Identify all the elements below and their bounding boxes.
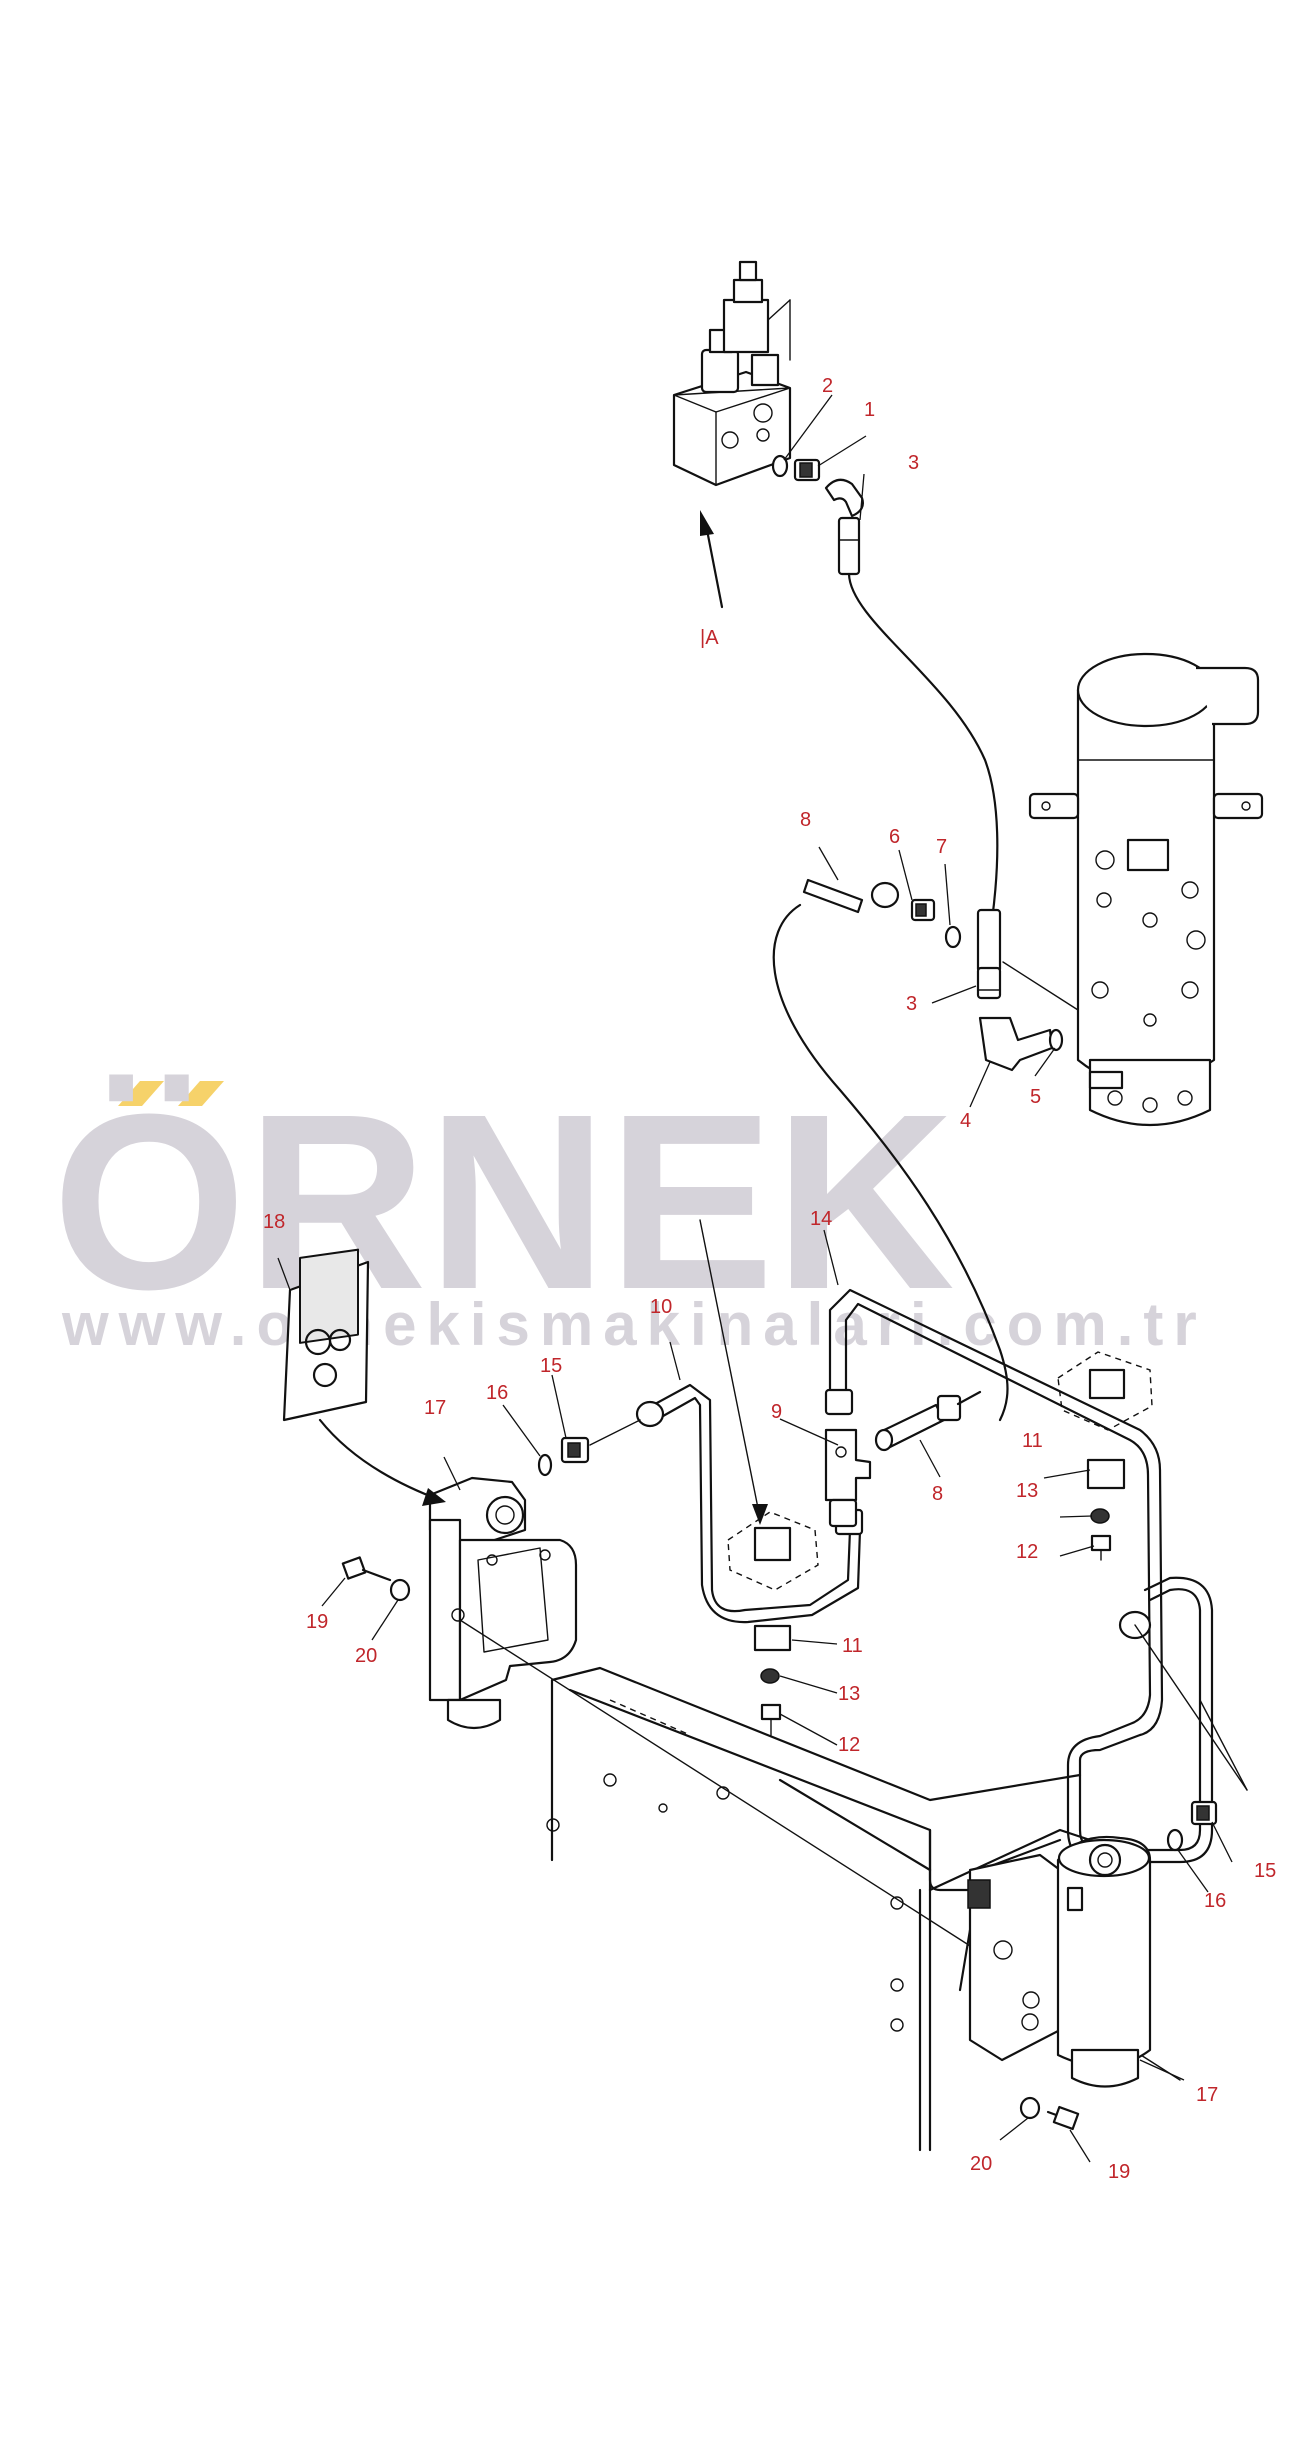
upper-fittings: [771, 454, 864, 576]
bolt-lower: [1019, 2096, 1080, 2131]
clamp-right: [1057, 1351, 1153, 1561]
accumulator-upper: [1028, 652, 1264, 1127]
callout-7: 7: [936, 836, 947, 858]
service-kit-card: [277, 1248, 446, 1506]
straight-fitting-lower: [874, 1390, 982, 1452]
left-port-fittings: [537, 1419, 641, 1477]
callout-9: 9: [771, 1401, 782, 1423]
callout-13-right: 13: [1016, 1480, 1038, 1502]
watermark-accent-left: [118, 1081, 164, 1106]
valve-block: [672, 260, 792, 487]
leader-pipe-right-2: [1199, 1699, 1248, 1791]
watermark-url: www.ornekismakinalari.com.tr: [61, 1291, 1207, 1358]
callout-11-lower: 11: [842, 1635, 863, 1657]
callout-labels: |A 1 2 3 3 4 5 6 7 8 8 9 10 11 11 12 12 …: [263, 375, 1276, 2183]
callout-3-upper: 3: [908, 452, 919, 474]
accumulator-left: [428, 1476, 578, 1730]
steel-pipe-14: [824, 1288, 1214, 1864]
diagonal-leader-a: [699, 1219, 761, 1519]
bolt-left: [341, 1556, 411, 1602]
callout-15-right: 15: [1254, 1860, 1276, 1882]
callout-20-left: 20: [355, 1645, 377, 1667]
callout-19-right: 19: [1108, 2161, 1130, 2183]
callout-3-middle: 3: [906, 993, 917, 1015]
callout-12-lower: 12: [838, 1734, 860, 1756]
callout-19-left: 19: [306, 1611, 328, 1633]
lower-right-fittings: [1166, 1800, 1218, 1852]
callout-8-lower: 8: [932, 1483, 943, 1505]
watermark-brand: ÖRNEK: [52, 1062, 955, 1341]
hose-long: [772, 903, 1009, 1422]
steel-pipe-10: [635, 1383, 864, 1624]
callout-12-right: 12: [1016, 1541, 1038, 1563]
callout-17-right: 17: [1196, 2084, 1218, 2106]
callout-17-left: 17: [424, 1397, 446, 1419]
hose-upper: [847, 572, 999, 922]
callout-20-right: 20: [970, 2153, 992, 2175]
callout-5: 5: [1030, 1086, 1041, 1108]
callout-16-left: 16: [486, 1382, 508, 1404]
callout-18: 18: [263, 1211, 285, 1233]
clamp-lower-left: [727, 1511, 819, 1736]
callout-8-upper: 8: [800, 809, 811, 831]
tee-fitting: [824, 1428, 872, 1528]
accumulator-lower: [967, 1835, 1152, 2088]
leader-pipe-right: [1134, 1624, 1248, 1791]
view-label-a: |A: [700, 627, 719, 649]
callout-13-lower: 13: [838, 1683, 860, 1705]
callout-6: 6: [889, 826, 900, 848]
callout-2: 2: [822, 375, 833, 397]
callout-1: 1: [864, 399, 875, 421]
callout-11-right: 11: [1022, 1430, 1043, 1452]
middle-fittings: [802, 878, 1079, 1072]
callout-15-left: 15: [540, 1355, 562, 1377]
callout-4: 4: [960, 1110, 971, 1132]
watermark: ÖRNEK www.ornekismakinalari.com.tr: [52, 1062, 1207, 1358]
view-a-arrow: [700, 510, 724, 609]
callout-14: 14: [810, 1208, 832, 1230]
callout-10: 10: [650, 1296, 672, 1318]
watermark-accent-right: [178, 1081, 224, 1106]
callout-16-right: 16: [1204, 1890, 1226, 1912]
callout-leaders: [321, 394, 1233, 2163]
